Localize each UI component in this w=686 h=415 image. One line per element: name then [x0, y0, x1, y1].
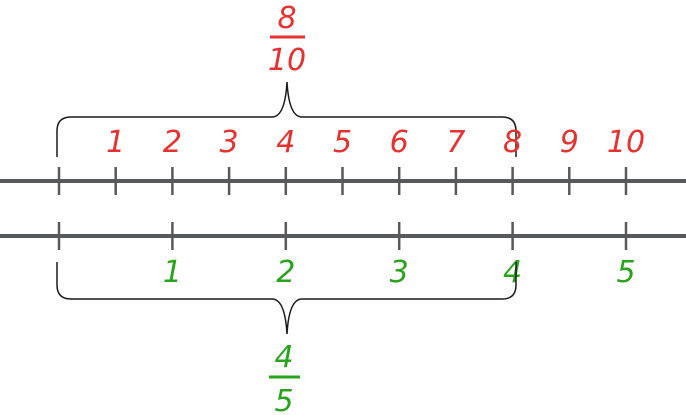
- bottom-label-1: 1: [163, 255, 182, 290]
- top-fraction: 8 10: [268, 1, 306, 78]
- bottom-labels: 1 2 3 4 5: [163, 255, 636, 290]
- bottom-ticks: [57, 222, 628, 250]
- top-labels: 1 2 3 4 5 6 7 8 9 10: [106, 125, 645, 160]
- top-label-10: 10: [607, 125, 645, 160]
- bottom-label-3: 3: [390, 255, 409, 290]
- top-label-3: 3: [220, 125, 239, 160]
- top-brace: [56, 81, 517, 157]
- bottom-fraction-numerator: 4: [274, 340, 293, 375]
- top-label-2: 2: [163, 125, 182, 160]
- top-fraction-numerator: 8: [277, 1, 296, 36]
- bottom-label-2: 2: [276, 255, 295, 290]
- top-ticks: [57, 167, 628, 195]
- top-label-7: 7: [446, 125, 465, 160]
- bottom-label-5: 5: [616, 255, 635, 290]
- top-label-5: 5: [333, 125, 352, 160]
- bottom-fraction-denominator: 5: [274, 384, 293, 415]
- top-label-8: 8: [503, 125, 522, 160]
- top-label-9: 9: [560, 125, 579, 160]
- bottom-brace: [56, 262, 517, 335]
- top-label-4: 4: [276, 125, 295, 160]
- top-label-1: 1: [106, 125, 125, 160]
- bottom-label-4: 4: [503, 255, 522, 290]
- top-fraction-denominator: 10: [268, 43, 306, 78]
- top-label-6: 6: [390, 125, 409, 160]
- bottom-fraction: 4 5: [269, 340, 300, 415]
